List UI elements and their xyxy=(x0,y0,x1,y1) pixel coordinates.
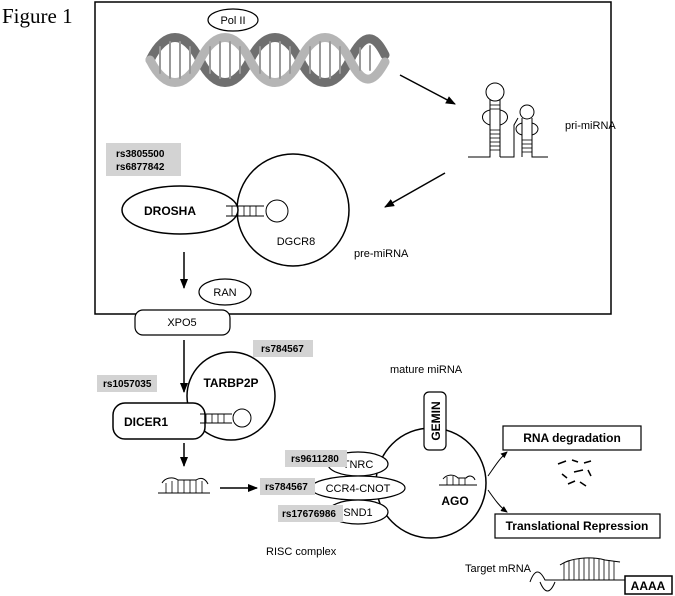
pre-mirna-label: pre-miRNA xyxy=(354,248,409,260)
risc-complex-label: RISC complex xyxy=(266,546,337,558)
rna-degradation-label: RNA degradation xyxy=(523,431,621,445)
polya-box xyxy=(624,575,673,595)
snd1-snp-box xyxy=(278,505,343,522)
nucleus-box xyxy=(94,1,612,315)
arrow-dna-to-primirna xyxy=(399,74,456,105)
pri-mirna-label: pri-miRNA xyxy=(565,120,616,132)
xpo5-box xyxy=(134,309,231,336)
drosha-label: DROSHA xyxy=(144,204,196,218)
dgcr8-circle xyxy=(236,153,350,267)
pol2-label: Pol II xyxy=(220,15,245,27)
pol2-ellipse xyxy=(207,8,259,32)
dicer-hairpin-icon xyxy=(200,408,252,428)
tnrc-label: TNRC xyxy=(343,459,374,471)
cnot-snp: rs784567 xyxy=(265,482,308,493)
translational-repression-box xyxy=(494,513,661,539)
figure-label: Figure 1 xyxy=(2,4,73,28)
ran-label: RAN xyxy=(213,287,236,299)
ago-hairpin-icon xyxy=(439,474,477,486)
mirna-duplex-icon xyxy=(158,477,210,494)
tarbp2p-circle xyxy=(186,351,276,441)
target-mrna-label: Target mRNA xyxy=(465,563,532,575)
drosha-snp-1: rs3805500 xyxy=(116,149,165,160)
cnot-snp-box xyxy=(260,478,315,495)
ran-ellipse xyxy=(198,278,252,306)
drosha-snp-box xyxy=(106,143,181,176)
target-mrna-strand-icon xyxy=(529,557,625,592)
tarbp2p-snp-box xyxy=(253,340,313,357)
snd1-snp: rs17676986 xyxy=(282,509,336,520)
tarbp2p-label: TARBP2P xyxy=(203,376,258,390)
tarbp2p-snp: rs784567 xyxy=(261,344,304,355)
ccr4-cnot-label: CCR4-CNOT xyxy=(326,483,391,495)
xpo5-label: XPO5 xyxy=(167,317,196,329)
dgcr8-label: DGCR8 xyxy=(277,236,316,248)
pri-mirna-hairpin-icon xyxy=(468,82,548,158)
arrow-primirna-to-drosha xyxy=(384,172,446,208)
tnrc-snp: rs9611280 xyxy=(291,454,339,465)
rna-degradation-box xyxy=(502,425,642,451)
pre-mirna-hairpin-icon xyxy=(226,199,289,223)
mature-mirna-label: mature miRNA xyxy=(390,364,463,376)
tnrc-snp-box xyxy=(285,450,347,467)
snd1-label: SND1 xyxy=(343,507,372,519)
dicer-snp-box xyxy=(97,375,157,392)
ago-label: AGO xyxy=(441,494,468,508)
degraded-rna-fragments-icon xyxy=(557,459,592,487)
gemin-box xyxy=(423,391,447,451)
drosha-snp-2: rs6877842 xyxy=(116,162,165,173)
dicer-snp: rs1057035 xyxy=(103,379,152,390)
arrow-to-translational-repression xyxy=(487,489,508,513)
dicer1-box xyxy=(112,402,206,440)
polya-label: AAAA xyxy=(631,579,666,593)
gemin-label: GEMIN xyxy=(429,401,443,440)
dicer1-label: DICER1 xyxy=(124,415,168,429)
arrow-to-rna-degradation xyxy=(487,451,508,477)
dna-helix-icon xyxy=(145,33,390,87)
translational-repression-label: Translational Repression xyxy=(506,519,649,533)
